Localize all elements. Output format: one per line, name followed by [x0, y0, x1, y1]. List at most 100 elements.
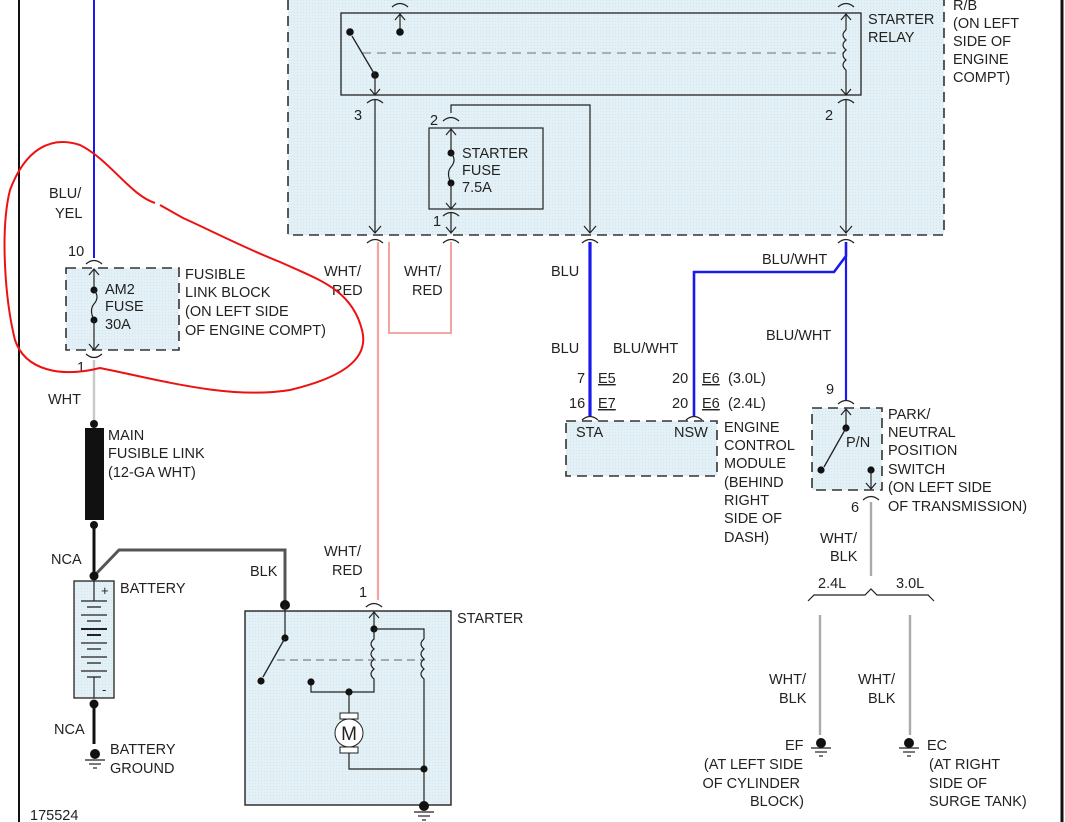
ground-ec-id: EC — [927, 738, 947, 754]
starter-fuse-rating: 7.5A — [462, 180, 492, 196]
pn-out-arrow — [865, 482, 877, 490]
pn-lead-arrow — [840, 408, 852, 416]
relay-coil-arrow-bottom — [840, 88, 852, 96]
fl-location-3: (ON LEFT SIDE — [185, 304, 289, 320]
branch-24l-label: 2.4L — [818, 576, 846, 592]
fuse-pin1-connector — [442, 211, 460, 217]
mfl-dot-top — [90, 420, 98, 428]
red-annotation-circle — [3, 141, 365, 394]
ecm-sta-connector — [581, 415, 599, 421]
ecm-connector-e7: E7 — [598, 396, 616, 412]
pn-label-5: (ON LEFT SIDE — [888, 480, 992, 496]
relay-pin-3-connector — [366, 98, 384, 104]
fl-bottom-connector — [85, 353, 103, 359]
ecm-connector-e5: E5 — [598, 371, 616, 387]
starter-relay-label-2: RELAY — [868, 30, 915, 46]
pn-switch-arm — [823, 427, 847, 468]
relay-out-connector-4 — [837, 238, 855, 244]
park-neutral-switch: 9 P/N 6 PARK/ NEUTRAL POSITION SWITCH (O… — [811, 382, 1027, 516]
pn-label-2: NEUTRAL — [888, 425, 956, 441]
ecm-connector-e6-30: E6 — [702, 371, 720, 387]
figure-id: 175524 — [30, 808, 78, 822]
ground-ef-icon — [811, 738, 831, 757]
ecm-label-4: (BEHIND — [724, 475, 784, 491]
ecm-terminal-sta: STA — [576, 425, 603, 441]
starter-wire-label-2: RED — [332, 563, 363, 579]
ecm-nsw-connector — [685, 415, 703, 421]
blk-cable — [92, 548, 287, 605]
battery-pos-terminal — [89, 571, 99, 581]
starter-box — [244, 610, 452, 806]
relay-top-connector-right — [837, 2, 855, 8]
pn-top-connector — [837, 399, 855, 405]
relay-out-connector-3 — [581, 238, 599, 244]
starter-wire-label-1: WHT/ — [324, 544, 362, 560]
ecm-pin-sta-30: 7 — [577, 371, 585, 387]
blk-label: BLK — [250, 564, 278, 580]
wht-red-label-1b: RED — [332, 283, 363, 299]
fl-pin-1: 1 — [77, 360, 85, 376]
wht-label: WHT — [48, 392, 81, 408]
ground-ef-id: EF — [785, 738, 804, 754]
starter-pin-connector — [365, 602, 383, 608]
fl-pin-10: 10 — [68, 244, 84, 260]
pn-inner-label: P/N — [846, 435, 870, 451]
mfl-label-3: (12-GA WHT) — [108, 465, 196, 481]
wht-blk-label-pn-b: BLK — [830, 549, 858, 565]
ecm-label-7: DASH) — [724, 530, 769, 546]
pn-label-4: SWITCH — [888, 462, 945, 478]
starter-relay-label-1: STARTER — [868, 12, 934, 28]
blu-wht-label-ecm: BLU/WHT — [613, 341, 678, 357]
starter-fuse-label-1: STARTER — [462, 146, 528, 162]
wht-red-wires — [376, 242, 452, 600]
relay-switch-lead-arrow — [369, 88, 381, 96]
ground-ef-location-3: BLOCK) — [750, 794, 804, 810]
ecm-engine-30: (3.0L) — [728, 371, 766, 387]
ecm-label-1: ENGINE — [724, 420, 780, 436]
starter-label: STARTER — [457, 611, 523, 627]
battery-label: BATTERY — [120, 581, 186, 597]
fuse-arrow-bottom — [445, 202, 457, 210]
relay-coil-arrow-top — [840, 13, 852, 21]
fl-top-connector — [85, 259, 103, 265]
ground-ec-location-3: SURGE TANK) — [929, 794, 1027, 810]
wht-blk-label-ec-b: BLK — [868, 691, 896, 707]
starter-motor-assembly: M — [244, 600, 452, 821]
starter-fuse-label-2: FUSE — [462, 163, 501, 179]
relay-block: 3 2 2 1 STARTER FUSE 7.5A STARTER RELAY — [287, 0, 945, 236]
pn-switch-box — [811, 407, 883, 491]
battery-ground-label-1: BATTERY — [110, 742, 176, 758]
relay-out-connector-2 — [442, 238, 460, 244]
relay-switch-dot — [346, 28, 354, 36]
wht-blk-label-ec-a: WHT/ — [858, 672, 896, 688]
starter-relay-box — [340, 12, 862, 96]
ecm-connector-e6-24: E6 — [702, 396, 720, 412]
ecm-engine-24: (2.4L) — [728, 396, 766, 412]
pn-label-3: POSITION — [888, 443, 957, 459]
engine-variant-brace — [807, 588, 935, 602]
fuse-feed-wire — [450, 104, 591, 233]
main-fusible-link-icon — [85, 428, 104, 520]
relay-pin-2-label: 2 — [825, 108, 833, 124]
relay-pin-3-label: 3 — [354, 108, 362, 124]
fuse-feed-arrow — [583, 225, 597, 234]
ecm-label-6: SIDE OF — [724, 511, 782, 527]
hold-in-coil-icon — [420, 638, 425, 808]
relay-coil-icon — [842, 29, 847, 71]
relay-block-location-4: ENGINE — [953, 52, 1009, 68]
blu-label-top: BLU — [551, 264, 579, 280]
fuse-out-arrow — [445, 226, 457, 234]
mfl-label-1: MAIN — [108, 428, 144, 444]
fuse-arrow-top — [445, 128, 457, 136]
relay-pin3-arrow — [368, 225, 382, 234]
ground-ec-icon — [899, 738, 919, 757]
engine-control-module: 7 E5 16 E7 20 E6 (3.0L) 20 E6 (2.4L) STA… — [565, 371, 795, 546]
starter-solenoid-switch — [262, 637, 286, 678]
battery-ground-label-2: GROUND — [110, 761, 174, 777]
wht-blk-label-ef-a: WHT/ — [769, 672, 807, 688]
relay-block-location-1: R/B — [953, 0, 977, 14]
blu-yel-label-1: BLU/ — [49, 186, 82, 202]
fusible-link-block: AM2 FUSE 30A — [65, 267, 180, 351]
fl-location-1: FUSIBLE — [185, 267, 246, 283]
ecm-pin-nsw-24: 20 — [672, 396, 688, 412]
